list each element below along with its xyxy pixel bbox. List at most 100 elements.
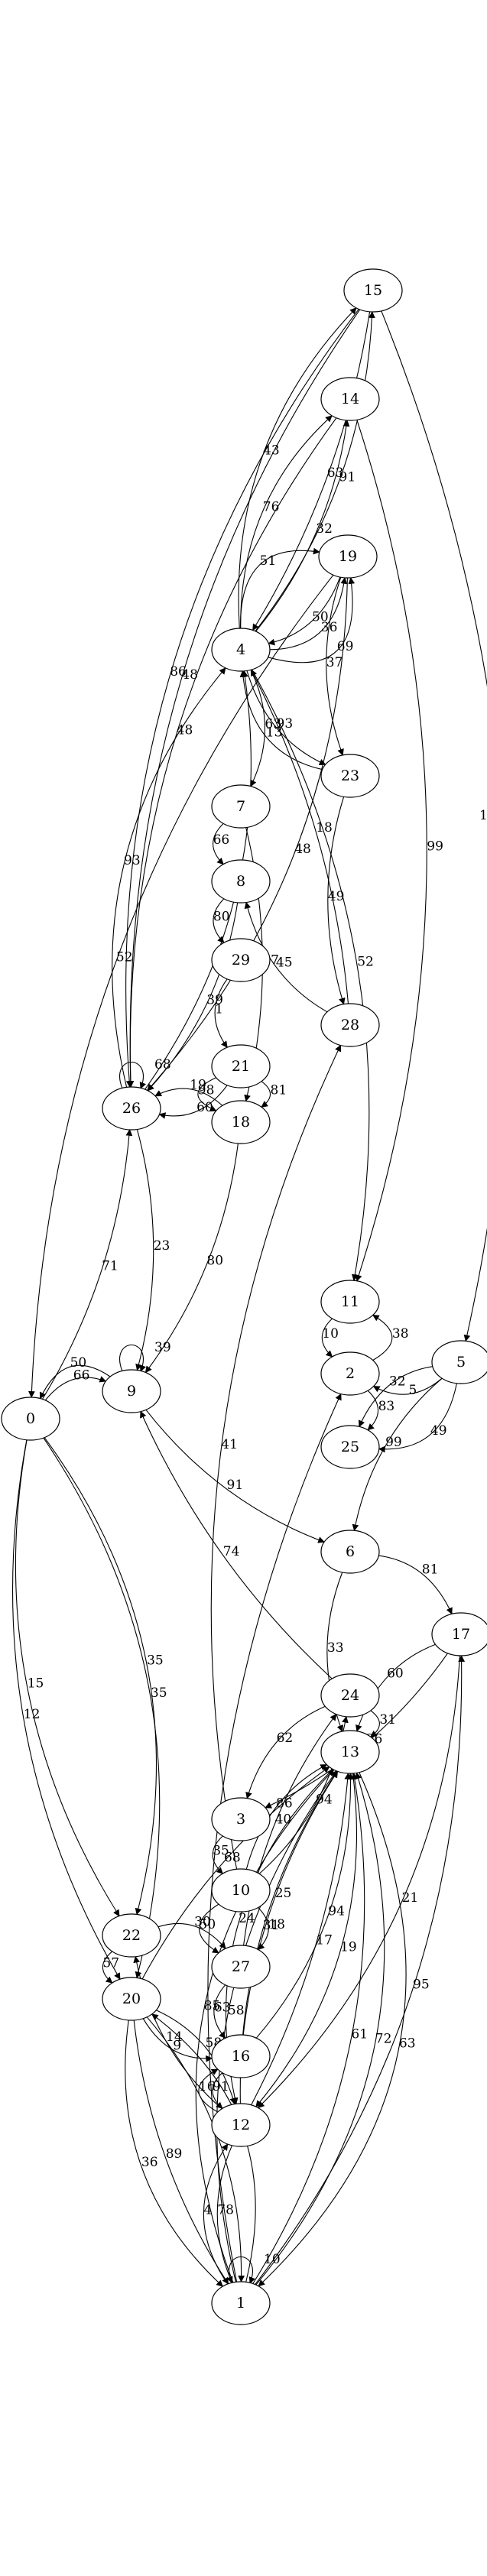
- edge-label: 52: [116, 950, 133, 965]
- edge-18-9: 80: [144, 1143, 239, 1374]
- edge-label: 49: [430, 1423, 447, 1439]
- node-ellipse: [320, 377, 380, 421]
- edge-line: [112, 667, 226, 1088]
- edge-label: 39: [154, 1340, 171, 1355]
- edge-13-12: 19: [255, 1773, 357, 2107]
- node-label: 15: [364, 282, 382, 299]
- node-ellipse: [211, 1797, 271, 1841]
- edge-label: 50: [312, 610, 329, 625]
- edge-4-19: 36: [269, 576, 348, 650]
- edge-line: [242, 1770, 339, 2036]
- edge-20-13: 68: [141, 1766, 330, 1980]
- edge-line: [156, 2010, 236, 2105]
- node-label: 21: [232, 1058, 250, 1075]
- edge-label: 60: [387, 1666, 404, 1681]
- edge-5-6: 99: [352, 1377, 443, 1532]
- edge-line: [268, 576, 341, 646]
- edge-16-13: 25: [242, 1770, 339, 2036]
- edge-18-26: 19: [154, 1078, 223, 1106]
- node-3: 3: [211, 1797, 271, 1841]
- edge-line: [381, 310, 487, 1342]
- edge-19-0: 52: [28, 574, 334, 1398]
- edge-label: 69: [337, 639, 354, 654]
- node-ellipse: [211, 2034, 271, 2078]
- node-ellipse: [102, 1913, 161, 1958]
- node-29: 29: [211, 938, 271, 982]
- edge-line: [239, 670, 323, 771]
- node-ellipse: [102, 1086, 161, 1131]
- edge-line: [125, 2020, 223, 2287]
- edge-label: 41: [221, 1437, 238, 1452]
- edge-26-4: 93: [112, 667, 226, 1088]
- edge-28-8: 45: [244, 901, 328, 1013]
- edge-line: [250, 670, 265, 787]
- node-ellipse: [211, 1100, 271, 1144]
- edge-label: 94: [316, 1792, 333, 1807]
- node-label: 12: [232, 2117, 250, 2133]
- node-label: 18: [232, 1114, 250, 1131]
- edge-label: 37: [326, 655, 343, 670]
- edge-12-13: 17: [251, 1773, 352, 2106]
- edge-20-16: 9: [142, 2018, 213, 2062]
- edge-line: [39, 1364, 111, 1400]
- edge-line: [321, 1318, 333, 1358]
- edge-line: [258, 1772, 407, 2287]
- edge-12-1: 78: [216, 2145, 234, 2284]
- edge-label: 76: [263, 500, 280, 515]
- edge-0-20: 12: [12, 1439, 121, 1981]
- edge-label: 98: [198, 1083, 215, 1098]
- edge-label: 25: [275, 1886, 292, 1901]
- edge-22-27: 30: [157, 1915, 226, 1949]
- edge-line: [145, 1409, 325, 1543]
- node-label: 4: [236, 641, 245, 658]
- edge-line: [42, 1129, 133, 1400]
- edge-label: 62: [277, 1731, 294, 1746]
- node-ellipse: [320, 754, 380, 798]
- edge-line: [257, 1907, 269, 1951]
- edge-4-15: 91: [255, 311, 375, 632]
- edge-label: 52: [357, 954, 374, 969]
- edge-label: 93: [277, 716, 294, 732]
- edge-label: 80: [206, 1253, 223, 1268]
- edge-line: [255, 1772, 385, 2286]
- edge-line: [28, 574, 334, 1398]
- edge-line: [255, 420, 350, 632]
- node-25: 25: [320, 1425, 380, 1469]
- edge-label: 15: [28, 1676, 44, 1691]
- edge-line: [252, 1772, 365, 2284]
- edge-label: 50: [70, 1355, 87, 1371]
- edge-23-28: 49: [327, 796, 346, 1005]
- edge-label: 12: [24, 1707, 41, 1722]
- node-ellipse: [320, 1673, 380, 1718]
- edge-6-17: 81: [378, 1555, 453, 1615]
- node-15: 15: [343, 268, 403, 313]
- edge-line: [269, 576, 348, 650]
- edge-line: [255, 1655, 466, 2285]
- edges-layer: 4810866348995248375091433276365169639352…: [12, 307, 487, 2287]
- edge-label: 31: [379, 1712, 396, 1728]
- edge-line: [210, 1044, 342, 1870]
- node-ellipse: [431, 1612, 487, 1656]
- edge-line: [197, 1077, 217, 1112]
- edge-line: [146, 2016, 245, 2282]
- node-24: 24: [320, 1673, 380, 1718]
- edge-label: 89: [166, 2146, 183, 2162]
- edge-line: [216, 1770, 337, 2282]
- node-12: 12: [211, 2103, 271, 2147]
- node-ellipse: [320, 1730, 380, 1774]
- node-label: 16: [232, 2048, 250, 2065]
- node-ellipse: [211, 938, 271, 982]
- edge-19-26: 48: [147, 577, 348, 1092]
- edge-label: 49: [328, 889, 345, 904]
- node-ellipse: [320, 1003, 380, 1047]
- node-label: 10: [232, 1882, 250, 1899]
- node-16: 16: [211, 2034, 271, 2078]
- edge-label: 17: [316, 1933, 333, 1948]
- node-ellipse: [320, 1530, 380, 1574]
- edge-22-20: 57: [102, 1951, 119, 1984]
- edge-1-13: 58: [216, 1770, 337, 2282]
- node-ellipse: [320, 1351, 380, 1396]
- edge-10-28: 41: [210, 1044, 342, 1870]
- edge-line: [261, 1081, 271, 1108]
- node-27: 27: [211, 1945, 271, 1989]
